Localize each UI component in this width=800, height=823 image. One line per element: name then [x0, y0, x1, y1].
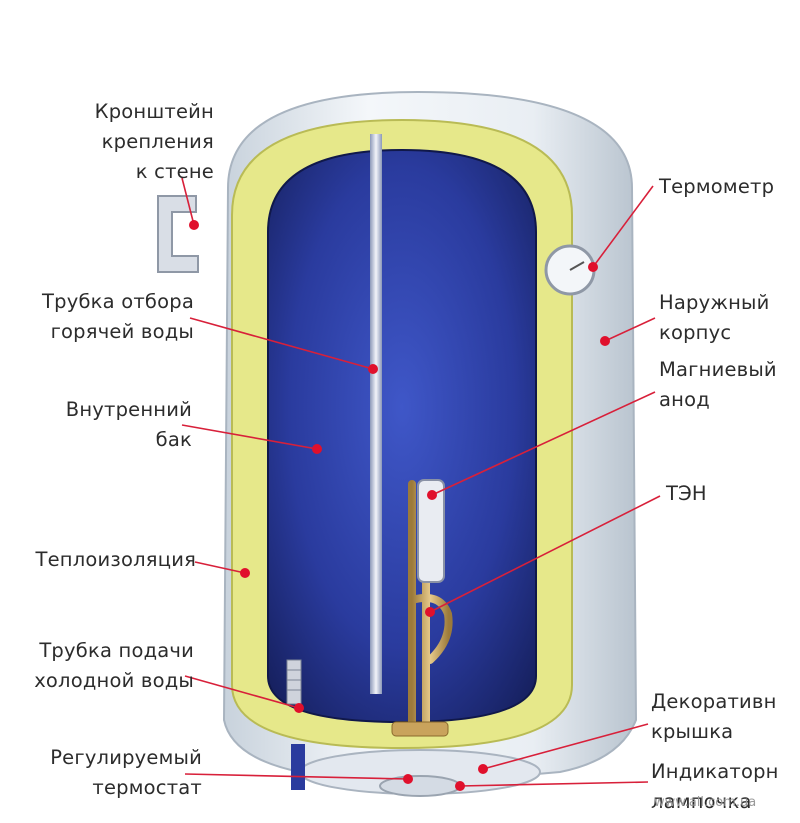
label-decorative-cover: Декоративн крышка: [651, 690, 777, 743]
watermark: www.all.com.ua: [654, 795, 757, 810]
cold-water-inlet: [286, 659, 302, 705]
label-thermometer: Термометр: [659, 175, 775, 198]
label-insulation: Теплоизоляция: [35, 548, 196, 571]
label-outer-body: Наружный корпус: [659, 291, 770, 344]
hot-water-pipe: [370, 134, 382, 694]
wall-bracket-shape: [157, 195, 199, 273]
label-inner-tank: Внутренний бак: [65, 398, 192, 451]
label-thermostat: Регулируемый термостат: [50, 746, 202, 799]
cold-water-stem: [291, 744, 305, 790]
leader-lines: [181, 177, 661, 787]
label-cold-pipe: Трубка подачи холодной воды: [34, 639, 194, 692]
magnesium-anode: [417, 479, 445, 583]
marker-indicator: [455, 781, 465, 791]
marker-anode: [427, 490, 437, 500]
thermometer-needle: [569, 261, 585, 271]
marker-cold-pipe: [294, 703, 304, 713]
marker-thermostat: [403, 774, 413, 784]
marker-dots: [189, 220, 610, 791]
marker-inner-tank: [312, 444, 322, 454]
inner-tank-shape: [267, 148, 537, 724]
marker-outer-body: [600, 336, 610, 346]
marker-heater: [425, 607, 435, 617]
label-magnesium-anode: Магниевый анод: [659, 358, 777, 411]
label-bracket: Кронштейн крепления к стене: [94, 100, 214, 183]
marker-bracket: [189, 220, 199, 230]
marker-hot-pipe: [368, 364, 378, 374]
label-heater: ТЭН: [666, 482, 707, 505]
marker-thermometer: [588, 262, 598, 272]
label-indicator: Индикаторн лампочка: [651, 760, 779, 813]
heater-flange: [391, 721, 449, 737]
marker-insulation: [240, 568, 250, 578]
label-hot-pipe: Трубка отбора горячей воды: [42, 290, 194, 343]
marker-decorative-cover: [478, 764, 488, 774]
